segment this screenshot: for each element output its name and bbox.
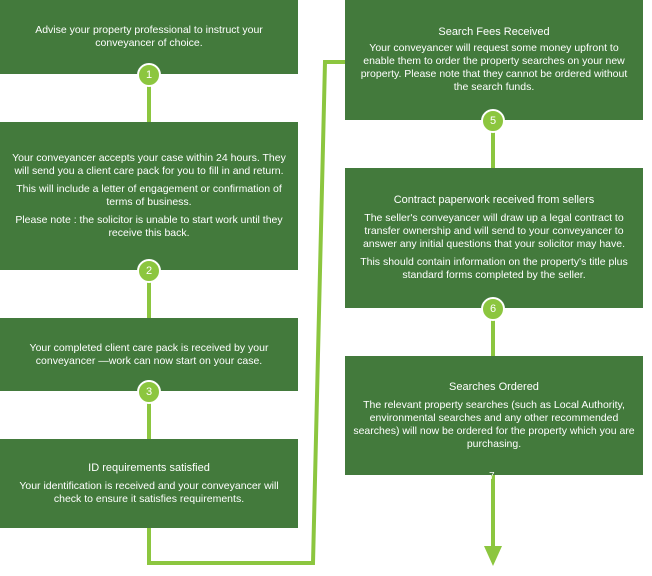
step-6-title: Contract paperwork received from sellers	[393, 194, 595, 206]
step-3-number-badge: 3	[137, 380, 161, 404]
step-2-text-3: Please note : the solicitor is unable to…	[15, 214, 283, 239]
step-7-text: The relevant property searches (such as …	[353, 398, 635, 450]
step-6-text-1: The seller's conveyancer will draw up a …	[362, 212, 626, 250]
step-6-number-badge: 6	[481, 297, 505, 321]
step-7-box: Searches Ordered The relevant property s…	[345, 356, 643, 475]
step-2-number-badge: 2	[137, 259, 161, 283]
step-3-text: Your completed client care pack is recei…	[29, 341, 269, 367]
step-1-number-badge: 1	[137, 63, 161, 87]
step-6-text-2: This should contain information on the p…	[360, 256, 628, 281]
step-4-text: Your identification is received and your…	[19, 479, 279, 505]
step-4-title: ID requirements satisfied	[88, 461, 210, 474]
step-7-title: Searches Ordered	[449, 380, 539, 393]
step-1-box: Advise your property professional to ins…	[0, 0, 298, 74]
step-6-box: Contract paperwork received from sellers…	[345, 168, 643, 308]
step-2-text-2: This will include a letter of engagement…	[16, 183, 282, 208]
step-4-box: ID requirements satisfied Your identific…	[0, 439, 298, 528]
step-5-text: Your conveyancer will request some money…	[360, 42, 628, 93]
step-5-title: Search Fees Received	[438, 26, 550, 38]
step-2-text-1: Your conveyancer accepts your case withi…	[12, 152, 286, 177]
step-3-box: Your completed client care pack is recei…	[0, 318, 298, 391]
connector-4-5	[147, 60, 345, 565]
step-1-text: Advise your property professional to ins…	[35, 24, 263, 49]
arrow-down-icon	[484, 546, 502, 566]
step-7-number-label: 7	[489, 471, 495, 482]
step-5-box: Search Fees Received Your conveyancer wi…	[345, 0, 643, 120]
step-5-number-badge: 5	[481, 109, 505, 133]
step-2-box: Your conveyancer accepts your case withi…	[0, 122, 298, 270]
